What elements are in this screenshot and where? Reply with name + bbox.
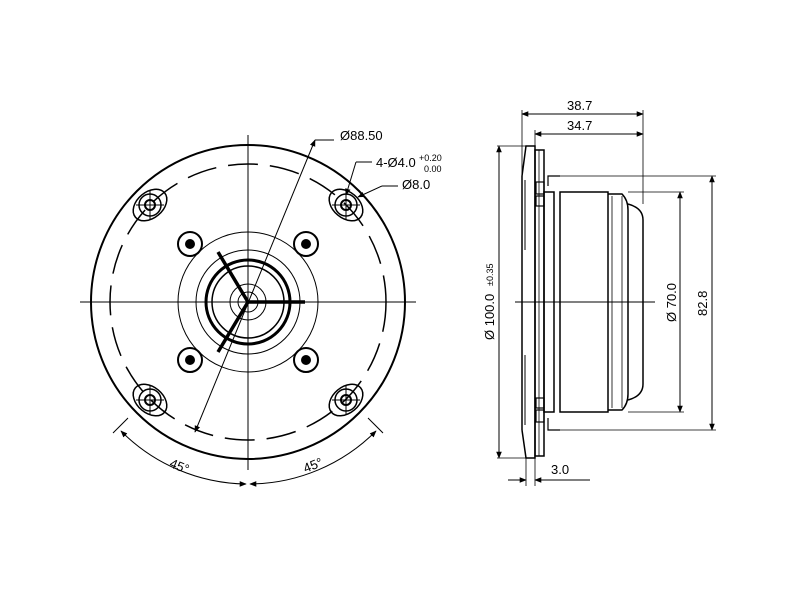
label-mount-circle-diameter: Ø88.50 [340,128,383,143]
label-hole-tol-upper: +0.20 [419,153,442,163]
label-flange-tolerance: ±0.35 [485,264,495,286]
screw-top-left [177,231,203,257]
dim-hole-callout: 4-Ø4.0 +0.20 0.00 [345,153,442,196]
rear-frame-top [547,175,560,186]
screw-bottom-right [293,347,319,373]
label-hole-callout: 4-Ø4.0 [376,155,416,170]
dim-magnet-diameter: 82.8 [560,175,716,431]
label-flange-thickness: 3.0 [551,462,569,477]
rear-dome [627,203,644,401]
pole-cap [608,193,629,411]
rear-frame-bottom [547,418,560,431]
tab-lower [535,397,545,409]
mounting-plate [543,191,555,413]
mount-hole-bottom-left [132,383,168,417]
dim-hole-counterbore: Ø8.0 [357,177,430,198]
label-hole-counterbore: Ø8.0 [402,177,430,192]
magnet-body [559,191,609,413]
dim-body-depth: 34.7 [534,118,644,137]
mount-hole-bottom-right [328,383,364,417]
front-view: Ø88.50 4-Ø4.0 +0.20 0.00 Ø8.0 45° 45° [80,128,442,487]
dim-flange-thickness: 3.0 [508,458,590,486]
label-angle-left: 45° [168,456,192,477]
label-magnet-diameter: 82.8 [695,291,710,316]
dim-angle-left: 45° [112,417,247,487]
label-overall-depth: 38.7 [567,98,592,113]
dim-angle-right: 45° [249,417,384,487]
label-body-diameter: Ø 70.0 [664,283,679,322]
label-flange-diameter: Ø 100.0 [482,294,497,340]
mount-hole-top-right [328,188,364,222]
dim-flange-diameter: Ø 100.0 ±0.35 [482,145,526,459]
screw-top-right [293,231,319,257]
dim-body-diameter: Ø 70.0 [628,191,684,413]
label-body-depth: 34.7 [567,118,592,133]
tab-upper [535,181,545,195]
label-hole-tol-lower: 0.00 [424,164,442,174]
dim-overall-depth: 38.7 [521,98,644,117]
label-angle-right: 45° [301,455,325,476]
mount-hole-top-left [132,188,168,222]
dim-mount-circle-diameter: Ø88.50 [194,128,383,433]
side-view: 38.7 34.7 Ø 100.0 ±0.35 Ø 70.0 [482,98,716,486]
screw-bottom-left [177,347,203,373]
